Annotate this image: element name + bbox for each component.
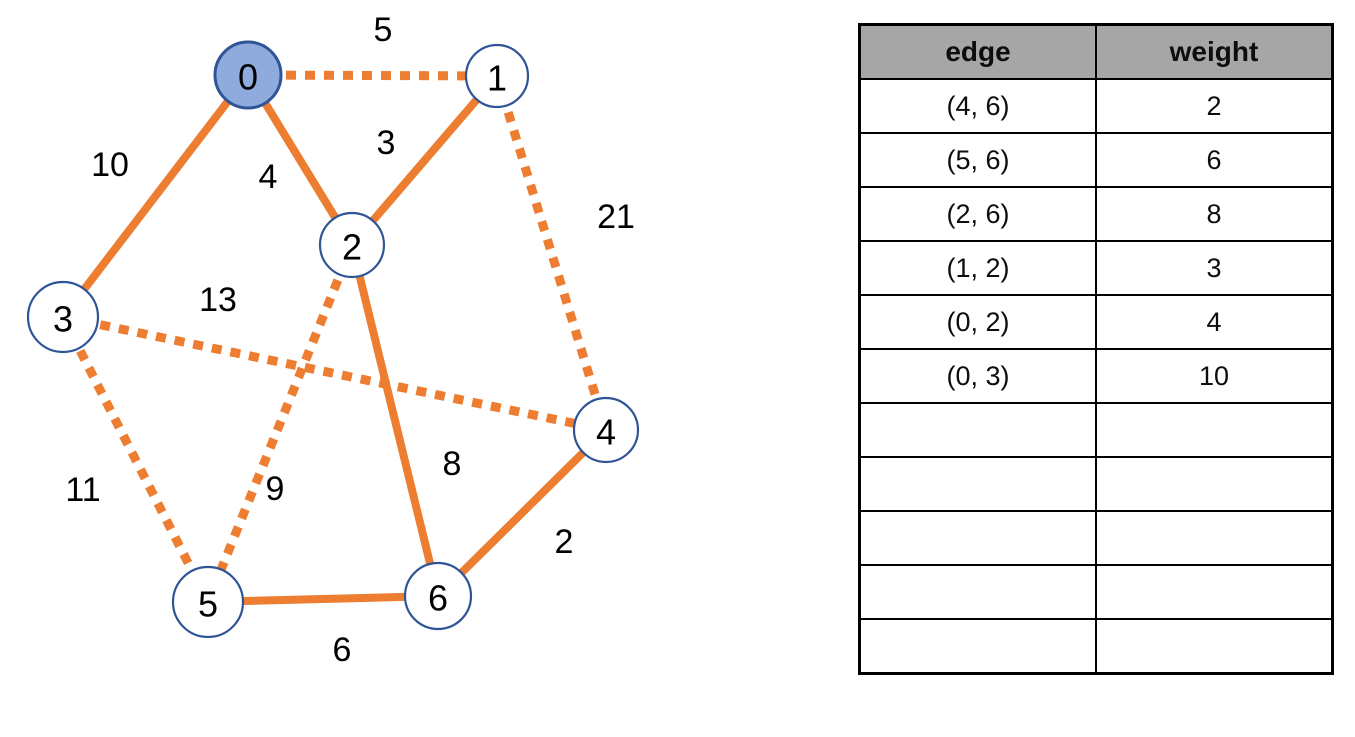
edge-cell <box>858 510 1097 566</box>
table-header-row: edge weight <box>858 23 1334 80</box>
edge-cell <box>858 456 1097 512</box>
node-label-5: 5 <box>198 584 218 625</box>
weight-cell <box>1095 402 1334 458</box>
graph-edge-2-6-solid <box>348 244 442 597</box>
node-label-2: 2 <box>342 227 362 268</box>
node-label-0: 0 <box>238 57 258 98</box>
table-row: (0, 3)10 <box>858 348 1334 404</box>
graph-edge-5-6-solid <box>207 592 439 606</box>
table-empty-row <box>858 618 1334 675</box>
edge-cell <box>858 564 1097 620</box>
graph-edge-1-2-solid <box>348 73 501 248</box>
weight-cell: 4 <box>1095 294 1334 350</box>
graph-node-2 <box>318 211 386 279</box>
edge-weight-label-2-6: 8 <box>443 445 462 483</box>
edge-weight-label-3-4: 13 <box>199 281 237 319</box>
edge-cell <box>858 402 1097 458</box>
graph-edge-3-5-dashed <box>58 314 213 605</box>
mst-table-body: (4, 6)2(5, 6)6(2, 6)8(1, 2)3(0, 2)4(0, 3… <box>858 78 1334 675</box>
graph-edge-3-4-dashed <box>62 312 607 435</box>
table-row: (0, 2)4 <box>858 294 1334 350</box>
weight-cell <box>1095 510 1334 566</box>
table-empty-row <box>858 510 1334 566</box>
graph-edge-0-3-solid <box>59 72 252 320</box>
edge-weight-label-4-6: 2 <box>555 523 574 561</box>
edge-cell: (4, 6) <box>858 78 1097 134</box>
graph-node-6 <box>403 561 473 631</box>
edge-weight-label-0-2: 4 <box>259 158 278 196</box>
graph-node-5 <box>171 565 245 639</box>
node-label-1: 1 <box>487 58 507 99</box>
edge-weight-label-1-4: 21 <box>597 198 635 236</box>
node-label-6: 6 <box>428 578 448 619</box>
table-row: (1, 2)3 <box>858 240 1334 296</box>
edge-table-panel: edge weight (4, 6)2(5, 6)6(2, 6)8(1, 2)3… <box>858 23 1334 675</box>
table-row: (5, 6)6 <box>858 132 1334 188</box>
edge-cell: (0, 3) <box>858 348 1097 404</box>
edge-weight-label-5-6: 6 <box>333 631 352 669</box>
edge-cell: (0, 2) <box>858 294 1097 350</box>
edge-weight-label-3-5: 11 <box>65 471 100 509</box>
table-empty-row <box>858 402 1334 458</box>
graph-svg: 0 1 2 3 4 5 6 5 4 10 3 21 13 11 9 8 2 6 <box>26 11 640 669</box>
mst-table-head: edge weight <box>858 23 1334 80</box>
table-row: (4, 6)2 <box>858 78 1334 134</box>
weight-cell: 2 <box>1095 78 1334 134</box>
node-label-3: 3 <box>53 299 73 340</box>
table-empty-row <box>858 564 1334 620</box>
graph-node-1 <box>464 43 530 109</box>
graph-edge-2-5-dashed <box>203 243 357 604</box>
weight-cell: 8 <box>1095 186 1334 242</box>
edge-column-header: edge <box>858 23 1097 80</box>
edge-weight-label-0-1: 5 <box>374 11 393 49</box>
weight-cell: 10 <box>1095 348 1334 404</box>
graph-node-4 <box>572 396 640 464</box>
graph-edge-1-4-dashed <box>492 74 611 432</box>
graph-edge-4-6-solid <box>435 427 609 599</box>
weight-cell: 6 <box>1095 132 1334 188</box>
graph-edge-0-1-dashed <box>247 70 498 81</box>
edge-weight-label-1-2: 3 <box>377 124 396 162</box>
edge-weight-label-0-3: 10 <box>91 146 129 184</box>
weight-cell: 3 <box>1095 240 1334 296</box>
weight-cell <box>1095 456 1334 512</box>
graph-panel: 0 1 2 3 4 5 6 5 4 10 3 21 13 11 9 8 2 6 <box>26 11 640 669</box>
edge-cell: (2, 6) <box>858 186 1097 242</box>
graph-node-0-start <box>213 40 283 110</box>
weight-column-header: weight <box>1095 23 1334 80</box>
mst-table: edge weight (4, 6)2(5, 6)6(2, 6)8(1, 2)3… <box>858 23 1334 675</box>
table-empty-row <box>858 456 1334 512</box>
table-row: (2, 6)8 <box>858 186 1334 242</box>
edge-cell <box>858 618 1097 675</box>
node-label-4: 4 <box>596 412 616 453</box>
edge-cell: (5, 6) <box>858 132 1097 188</box>
weight-cell <box>1095 564 1334 620</box>
graph-node-3 <box>26 280 100 354</box>
weight-cell <box>1095 618 1334 675</box>
edge-weight-label-2-5: 9 <box>266 470 285 508</box>
edge-cell: (1, 2) <box>858 240 1097 296</box>
